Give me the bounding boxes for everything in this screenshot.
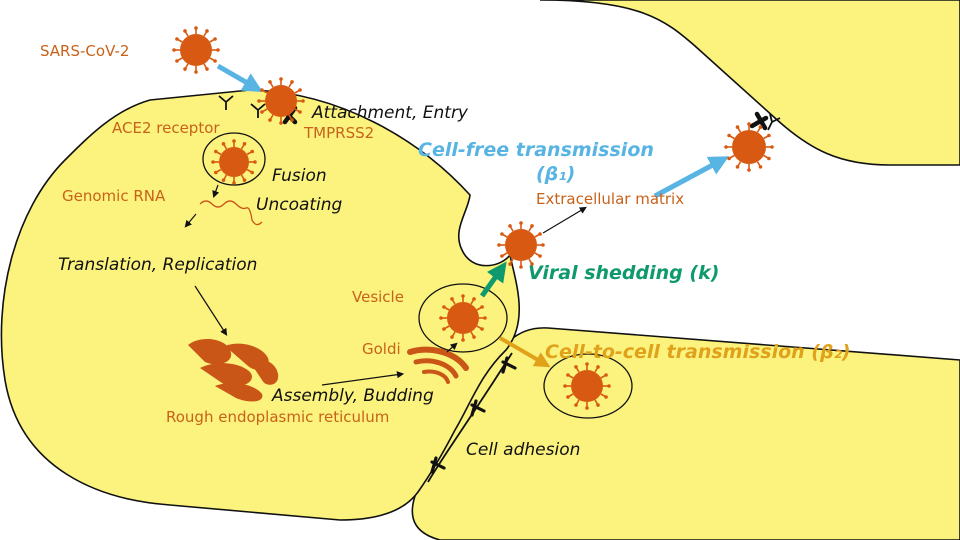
virus-cell-to-cell xyxy=(563,362,611,410)
virus-shed xyxy=(497,221,545,269)
label-ace2-receptor: ACE2 receptor xyxy=(112,119,220,137)
vesicle-membrane xyxy=(418,283,508,353)
arrow-shedding xyxy=(479,261,507,298)
label-cell-adhesion: Cell adhesion xyxy=(466,440,580,460)
arrow-golgi-vesicle xyxy=(446,342,458,353)
arrow-fusion-down xyxy=(212,184,220,199)
virus-endosome xyxy=(211,139,257,185)
virus-in-vesicle xyxy=(439,294,487,342)
endosome-membrane xyxy=(202,132,266,186)
label-uncoating: Uncoating xyxy=(256,195,343,215)
label-fusion: Fusion xyxy=(272,166,327,186)
label-beta1: (β₁) xyxy=(536,163,575,185)
golgi-icon xyxy=(407,346,469,384)
label-cell-to-cell-transmission: Cell-to-cell transmission (β₂) xyxy=(545,341,851,363)
rough-er-icon xyxy=(188,338,279,402)
arrow-extracellular xyxy=(542,206,587,234)
receptor-right-icons xyxy=(749,111,781,131)
cell-infected-main xyxy=(0,89,520,521)
arrow-cell-free xyxy=(653,156,730,199)
arrow-translation-er xyxy=(194,285,228,336)
label-assembly-budding: Assembly, Budding xyxy=(271,386,434,406)
label-sars-cov-2: SARS-CoV-2 xyxy=(40,42,129,60)
label-tmprss2: TMPRSS2 xyxy=(303,124,374,142)
label-rough-er: Rough endoplasmic reticulum xyxy=(166,408,389,426)
adhesion-markers xyxy=(430,356,517,474)
label-viral-shedding: Viral shedding (k) xyxy=(528,262,719,284)
cell-adhesion-junction xyxy=(427,352,513,483)
label-translation-replication: Translation, Replication xyxy=(58,255,257,275)
ace2-receptor-icons xyxy=(218,95,266,118)
virus-particles xyxy=(172,26,774,410)
label-vesicle: Vesicle xyxy=(352,288,404,306)
cell-top-right xyxy=(539,0,960,166)
virus-incoming xyxy=(172,26,220,74)
arrow-assembly xyxy=(321,371,405,386)
arrow-entry xyxy=(216,63,263,93)
label-cell-free-transmission: Cell-free transmission xyxy=(418,139,654,161)
arrow-cell-to-cell xyxy=(498,336,551,368)
label-goldi: Goldi xyxy=(362,340,401,358)
label-extracellular-matrix: Extracellular matrix xyxy=(536,190,684,208)
label-genomic-rna: Genomic RNA xyxy=(62,187,166,205)
virus-cell-free-released xyxy=(724,122,774,172)
genomic-rna-strand xyxy=(199,200,263,226)
label-attachment-entry: Attachment, Entry xyxy=(311,103,469,123)
vesicle-membrane-cell2 xyxy=(543,353,633,419)
arrow-rna-translation xyxy=(184,213,197,228)
virus-attached xyxy=(257,77,305,125)
